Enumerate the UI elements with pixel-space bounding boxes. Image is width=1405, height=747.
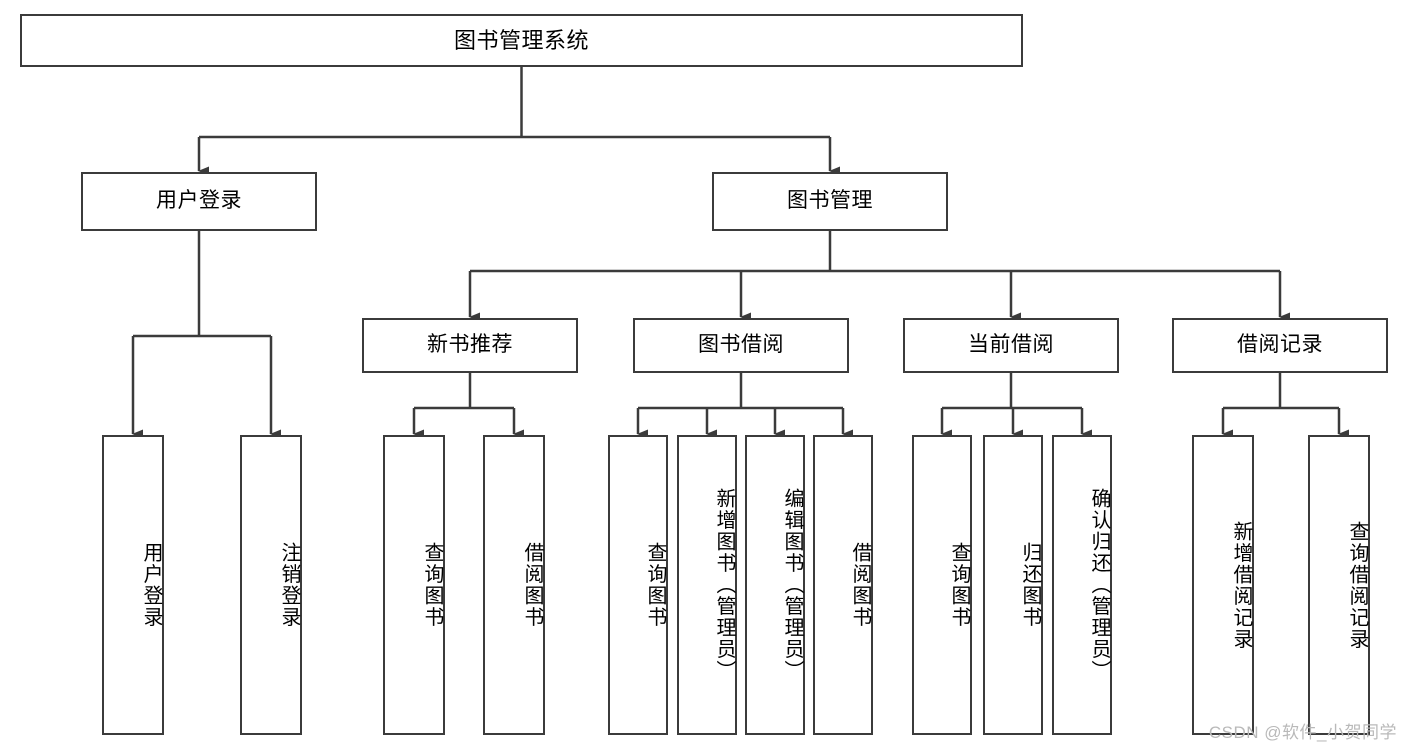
node-label: 注销登录 <box>278 542 300 628</box>
node-label: 图书管理 <box>787 189 873 213</box>
node-leaf-12[interactable]: 新增借阅记录 <box>1192 435 1254 735</box>
node-leaf-9[interactable]: 查询图书 <box>912 435 972 735</box>
node-leaf-7[interactable]: 编辑图书（管理员） <box>745 435 805 735</box>
node-leaf-4[interactable]: 借阅图书 <box>483 435 545 735</box>
node-label: 新书推荐 <box>427 333 513 357</box>
node-label: 查询图书 <box>421 542 443 628</box>
node-newbook[interactable]: 新书推荐 <box>362 318 578 373</box>
watermark: CSDN @软件_小贺同学 <box>1208 723 1397 742</box>
node-bookmgmt[interactable]: 图书管理 <box>712 172 948 231</box>
node-label: 当前借阅 <box>968 333 1054 357</box>
node-leaf-2[interactable]: 注销登录 <box>240 435 302 735</box>
node-leaf-3[interactable]: 查询图书 <box>383 435 445 735</box>
node-label: 用户登录 <box>156 189 242 213</box>
node-records[interactable]: 借阅记录 <box>1172 318 1388 373</box>
node-leaf-10[interactable]: 归还图书 <box>983 435 1043 735</box>
node-label: 图书借阅 <box>698 333 784 357</box>
node-leaf-6[interactable]: 新增图书（管理员） <box>677 435 737 735</box>
node-label: 用户登录 <box>140 542 162 628</box>
node-leaf-11[interactable]: 确认归还（管理员） <box>1052 435 1112 735</box>
node-leaf-8[interactable]: 借阅图书 <box>813 435 873 735</box>
node-current[interactable]: 当前借阅 <box>903 318 1119 373</box>
node-label: 归还图书 <box>1019 542 1041 628</box>
node-label: 借阅记录 <box>1237 333 1323 357</box>
node-label: 查询图书 <box>948 542 970 628</box>
node-borrow[interactable]: 图书借阅 <box>633 318 849 373</box>
node-leaf-13[interactable]: 查询借阅记录 <box>1308 435 1370 735</box>
node-leaf-1[interactable]: 用户登录 <box>102 435 164 735</box>
node-label: 图书管理系统 <box>453 27 589 53</box>
node-label: 借阅图书 <box>521 542 543 628</box>
node-label: 借阅图书 <box>849 542 871 628</box>
node-root[interactable]: 图书管理系统 <box>20 14 1023 67</box>
node-label: 查询借阅记录 <box>1346 520 1368 650</box>
node-label: 编辑图书（管理员） <box>781 488 803 682</box>
node-label: 查询图书 <box>644 542 666 628</box>
node-label: 新增借阅记录 <box>1230 520 1252 650</box>
node-label: 新增图书（管理员） <box>713 488 735 682</box>
node-leaf-5[interactable]: 查询图书 <box>608 435 668 735</box>
node-login[interactable]: 用户登录 <box>81 172 317 231</box>
node-label: 确认归还（管理员） <box>1088 488 1110 682</box>
